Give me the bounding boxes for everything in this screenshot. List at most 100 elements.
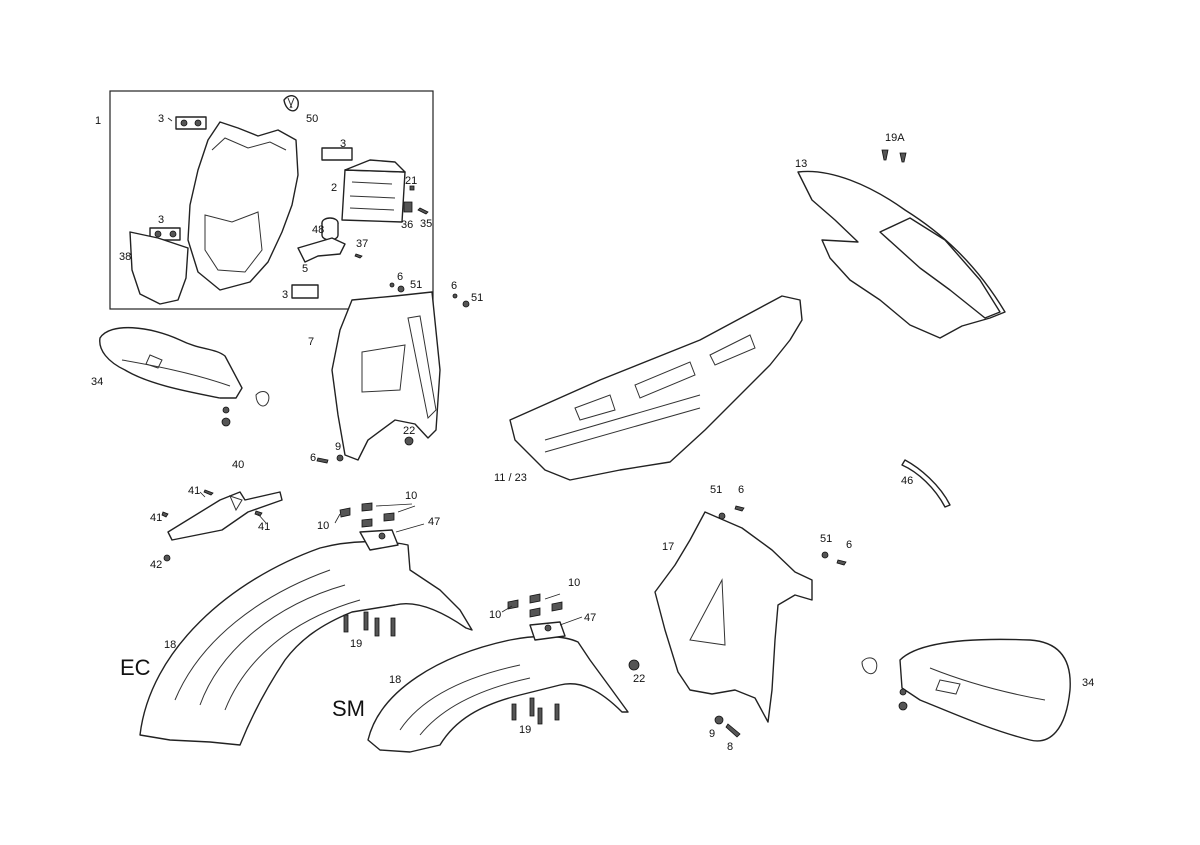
callout-10: 10 <box>489 609 501 621</box>
headlight-bracket-part[interactable] <box>297 237 346 263</box>
headlamp-unit-part[interactable] <box>341 159 406 223</box>
screw-part[interactable] <box>417 207 429 215</box>
fender-rubber-part[interactable] <box>361 518 373 528</box>
fender-rubber-part[interactable] <box>339 507 351 518</box>
nut-part[interactable] <box>899 688 907 696</box>
callout-34: 34 <box>1082 677 1094 689</box>
screw-part[interactable] <box>881 149 889 161</box>
spacer-part[interactable] <box>628 659 640 671</box>
screw-part[interactable] <box>537 707 543 725</box>
washer-part[interactable] <box>718 512 726 520</box>
fender-rubber-part[interactable] <box>361 502 373 512</box>
callout-51: 51 <box>410 279 422 291</box>
callout-6: 6 <box>738 484 744 496</box>
hand-guard-left-part[interactable] <box>99 327 243 399</box>
screw-part[interactable] <box>390 617 396 637</box>
hand-guard-right-part[interactable] <box>899 638 1071 742</box>
callout-6: 6 <box>451 280 457 292</box>
screw-part[interactable] <box>409 185 415 191</box>
fender-rubber-part[interactable] <box>551 601 563 612</box>
screw-part[interactable] <box>254 510 263 517</box>
callout-6: 6 <box>397 271 403 283</box>
washer-part[interactable] <box>462 300 470 308</box>
radiator-cover-right-part[interactable] <box>654 511 813 723</box>
front-fender-sm-part[interactable] <box>367 635 629 753</box>
screw-part[interactable] <box>554 703 560 721</box>
screw-part[interactable] <box>389 282 395 288</box>
rubber-strap-part[interactable] <box>175 116 207 130</box>
screw-part[interactable] <box>343 614 349 633</box>
bulb-holder-part[interactable] <box>403 201 413 213</box>
screw-part[interactable] <box>354 253 363 259</box>
callout-51: 51 <box>820 533 832 545</box>
callout-40: 40 <box>232 459 244 471</box>
screw-part[interactable] <box>836 559 847 566</box>
fender-mount-part[interactable] <box>359 529 399 551</box>
side-plate-part[interactable] <box>129 231 189 305</box>
hand-guard-clamp-part[interactable] <box>255 391 270 407</box>
screw-part[interactable] <box>452 293 458 299</box>
screw-part[interactable] <box>529 697 535 717</box>
callout-42: 42 <box>150 559 162 571</box>
fender-rubber-part[interactable] <box>529 607 541 618</box>
screw-part[interactable] <box>374 617 380 637</box>
callout-38: 38 <box>119 251 131 263</box>
callout-19A: 19A <box>885 132 905 144</box>
callout-47: 47 <box>428 516 440 528</box>
callout-35: 35 <box>420 218 432 230</box>
nut-part[interactable] <box>898 701 908 711</box>
callout-41: 41 <box>258 521 270 533</box>
callout-9: 9 <box>709 728 715 740</box>
radiator-cover-left-part[interactable] <box>331 291 441 461</box>
callout-10: 10 <box>568 577 580 589</box>
bulb-part[interactable] <box>283 95 299 112</box>
callout-8: 8 <box>727 741 733 753</box>
callout-17: 17 <box>662 541 674 553</box>
screw-part[interactable] <box>725 723 741 738</box>
callout-47: 47 <box>584 612 596 624</box>
nut-part[interactable] <box>163 554 171 562</box>
callout-48: 48 <box>312 224 324 236</box>
variant-sm-label: SM <box>332 696 365 721</box>
screw-part[interactable] <box>161 511 169 518</box>
callout-7: 7 <box>308 336 314 348</box>
callout-10: 10 <box>405 490 417 502</box>
headlight-mask-part[interactable] <box>187 121 299 291</box>
washer-part[interactable] <box>714 715 724 725</box>
washer-part[interactable] <box>821 551 829 559</box>
reflector-part[interactable] <box>901 459 951 508</box>
washer-part[interactable] <box>336 454 344 462</box>
callout-41: 41 <box>150 512 162 524</box>
screw-part[interactable] <box>899 152 907 163</box>
fender-mount-part[interactable] <box>529 621 566 641</box>
bushing-part[interactable] <box>321 217 339 241</box>
variant-ec-label: EC <box>120 655 151 680</box>
nut-part[interactable] <box>222 406 230 414</box>
rubber-strap-part[interactable] <box>321 147 353 161</box>
rubber-strap-part[interactable] <box>291 284 319 299</box>
screw-part[interactable] <box>734 505 745 512</box>
callout-3: 3 <box>282 289 288 301</box>
hand-guard-clamp-part[interactable] <box>861 657 878 675</box>
callout-50: 50 <box>306 113 318 125</box>
spacer-part[interactable] <box>404 436 414 446</box>
callout-1: 1 <box>95 115 101 127</box>
callout-3: 3 <box>158 214 164 226</box>
fender-rubber-part[interactable] <box>383 512 395 522</box>
callout-13: 13 <box>795 158 807 170</box>
seat-part[interactable] <box>509 295 803 481</box>
screw-part[interactable] <box>363 611 369 631</box>
screw-part[interactable] <box>316 457 329 464</box>
callout-41: 41 <box>188 485 200 497</box>
washer-part[interactable] <box>397 285 405 293</box>
front-fender-ec-part[interactable] <box>139 540 473 746</box>
callout-19: 19 <box>519 724 531 736</box>
nut-part[interactable] <box>221 417 231 427</box>
screw-part[interactable] <box>203 489 214 496</box>
screw-part[interactable] <box>511 703 517 721</box>
fender-rubber-part[interactable] <box>529 593 541 604</box>
fender-bracket-part[interactable] <box>167 491 283 541</box>
rear-fender-part[interactable] <box>797 170 1006 339</box>
callout-6: 6 <box>846 539 852 551</box>
